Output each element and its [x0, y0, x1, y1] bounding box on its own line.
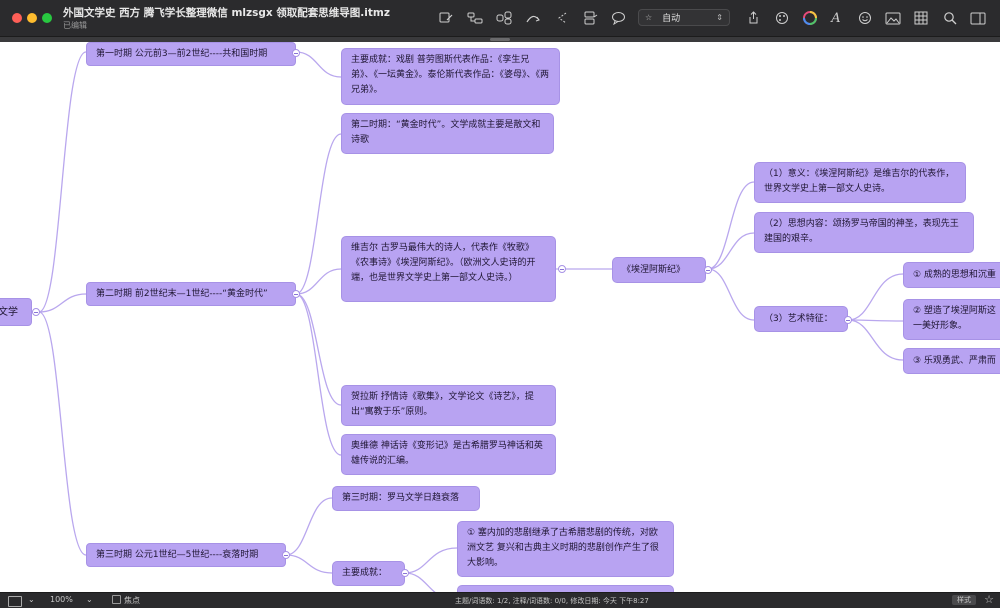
boundary-icon[interactable]: [523, 8, 543, 28]
star-icon[interactable]: ☆: [984, 593, 994, 606]
focus-toggle[interactable]: 焦点: [112, 595, 140, 606]
collapse-toggle[interactable]: [292, 49, 300, 57]
chevron-updown-icon: ⇕: [716, 13, 723, 22]
topic-art-item-3[interactable]: ③ 乐观勇武、严肃而: [903, 348, 1000, 374]
topic-aeneid-thought[interactable]: （2）思想内容：颂扬罗马帝国的神圣，表现先王建国的艰辛。: [754, 212, 974, 253]
focus-checkbox[interactable]: [112, 595, 121, 604]
topic-period-1[interactable]: 第一时期 公元前3—前2世纪----共和国时期: [86, 42, 296, 66]
subtopic-icon[interactable]: [465, 8, 485, 28]
topic-seneca[interactable]: ① 塞内加的悲剧继承了古希腊悲剧的传统，对欧洲文艺 复兴和古典主义时期的悲剧创作…: [457, 521, 674, 577]
topic-period-3[interactable]: 第三时期 公元1世纪—5世纪----衰落时期: [86, 543, 286, 567]
collapse-toggle[interactable]: [282, 551, 290, 559]
focus-label: 焦点: [124, 596, 140, 605]
callout-icon[interactable]: [580, 8, 600, 28]
summary-icon[interactable]: [552, 8, 572, 28]
title-bar: 外国文学史 西方 腾飞学长整理微信 mlzsgx 领取配套思维导图.itmz 已…: [0, 0, 1000, 37]
chevron-down-icon[interactable]: ⌄: [28, 595, 35, 604]
image-icon[interactable]: [883, 8, 903, 28]
theme-icon[interactable]: [772, 8, 792, 28]
color-wheel-icon[interactable]: [800, 8, 820, 28]
document-title: 外国文学史 西方 腾飞学长整理微信 mlzsgx 领取配套思维导图.itmz: [63, 7, 390, 19]
zoom-chevron-icon[interactable]: ⌄: [86, 595, 93, 604]
topic-period-2[interactable]: 第二时期 前2世纪末—1世纪----“黄金时代”: [86, 282, 296, 306]
panel-toggle-icon[interactable]: [8, 596, 22, 607]
status-bar: ⌄ 100% ⌄ 焦点 主题/词语数: 1/2, 注释/词语数: 0/0, 修改…: [0, 592, 1000, 608]
layout-select[interactable]: ☆ 自动 ⇕: [638, 9, 730, 26]
topic-aeneid-art[interactable]: （3）艺术特征：: [754, 306, 848, 332]
topic-aeneid-meaning[interactable]: （1）意义：《埃涅阿斯纪》是维吉尔的代表作，世界文学史上第一部文人史诗。: [754, 162, 966, 203]
minimize-window-button[interactable]: [27, 13, 37, 23]
collapse-toggle[interactable]: [401, 569, 409, 577]
collapse-toggle[interactable]: [704, 266, 712, 274]
notes-icon[interactable]: [608, 8, 628, 28]
collapse-toggle[interactable]: [558, 265, 566, 273]
sidebar-icon[interactable]: [968, 8, 988, 28]
zoom-window-button[interactable]: [42, 13, 52, 23]
search-icon[interactable]: [940, 8, 960, 28]
emoji-icon[interactable]: [855, 8, 875, 28]
topic-period1-achievement[interactable]: 主要成就：戏剧 普劳图斯代表作品：《孪生兄弟》、《一坛黄金》。泰伦斯代表作品：《…: [341, 48, 560, 105]
share-icon[interactable]: [743, 8, 763, 28]
topic-horace[interactable]: 贺拉斯 抒情诗《歌集》，文学论文《诗艺》，提出“寓教于乐”原则。: [341, 385, 556, 426]
collapse-toggle[interactable]: [292, 290, 300, 298]
zoom-level[interactable]: 100%: [50, 595, 73, 604]
collapse-toggle[interactable]: [844, 316, 852, 324]
topic-ovid[interactable]: 奥维德 神话诗《变形记》是古希腊罗马神话和英雄传说的汇编。: [341, 434, 556, 475]
collapse-toggle[interactable]: [32, 308, 40, 316]
topic-art-item-2[interactable]: ② 塑造了埃涅阿斯这一美好形象。: [903, 299, 1000, 340]
topic-period3-next[interactable]: [457, 585, 674, 592]
root-topic[interactable]: 文学: [0, 298, 32, 326]
topic-decline[interactable]: 第三时期：罗马文学日趋衰落: [332, 486, 480, 511]
close-window-button[interactable]: [12, 13, 22, 23]
topic-virgil[interactable]: 维吉尔 古罗马最伟大的诗人，代表作《牧歌》《农事诗》《埃涅阿斯纪》。（欧洲文人史…: [341, 236, 556, 302]
sparkle-icon: ☆: [645, 13, 653, 22]
topic-aeneid[interactable]: 《埃涅阿斯纪》: [612, 257, 706, 283]
relationship-icon[interactable]: [494, 8, 514, 28]
document-stats: 主题/词语数: 1/2, 注释/词语数: 0/0, 修改日期: 今天 下午8:2…: [455, 597, 649, 605]
topic-golden-age[interactable]: 第二时期：“黄金时代”。文学成就主要是散文和诗歌: [341, 113, 554, 154]
mind-map-canvas[interactable]: 文学 第一时期 公元前3—前2世纪----共和国时期 主要成就：戏剧 普劳图斯代…: [0, 42, 1000, 592]
layout-value: 自动: [662, 14, 681, 24]
canvas-top-strip: [0, 37, 1000, 42]
connector-lines: [38, 51, 904, 592]
topic-art-item-1[interactable]: ① 成熟的思想和沉重: [903, 262, 1000, 288]
table-icon[interactable]: [911, 8, 931, 28]
topic-period3-achievement[interactable]: 主要成就：: [332, 561, 405, 586]
resize-handle[interactable]: [490, 38, 510, 41]
font-icon[interactable]: A: [831, 10, 841, 26]
document-status: 已编辑: [63, 21, 87, 30]
topic-add-icon[interactable]: [436, 8, 456, 28]
style-button[interactable]: 样式: [952, 595, 976, 605]
